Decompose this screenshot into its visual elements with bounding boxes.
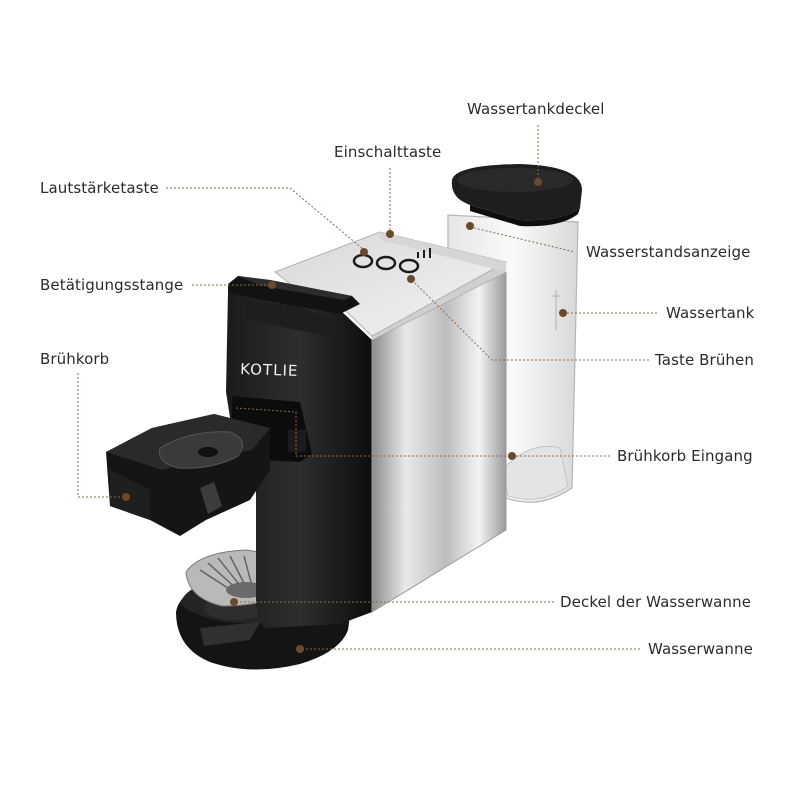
label-wasserwanne: Wasserwanne xyxy=(648,640,753,658)
label-taste-bruehen: Taste Brühen xyxy=(655,351,754,369)
machine-front-column xyxy=(226,292,372,628)
label-bruehkorb-eingang: Brühkorb Eingang xyxy=(617,447,753,465)
label-betaetigungsstange: Betätigungsstange xyxy=(40,276,184,294)
label-bruehkorb: Brühkorb xyxy=(40,350,110,368)
label-wassertank: Wassertank xyxy=(666,304,755,322)
dot-wassertankdeckel xyxy=(534,178,542,186)
leader-wasserstandsanzeige xyxy=(469,226,576,253)
label-wassertankdeckel: Wassertankdeckel xyxy=(467,100,605,118)
label-lautstaerketaste: Lautstärketaste xyxy=(40,179,159,197)
brand-logo: KOTLIE xyxy=(240,360,299,380)
brew-basket xyxy=(106,414,270,536)
callout-leaders xyxy=(77,125,658,653)
dot-wasserwanne xyxy=(296,645,304,653)
dot-deckel-wasserwanne xyxy=(230,598,238,606)
label-deckel-wasserwanne: Deckel der Wasserwanne xyxy=(560,593,752,611)
water-tank-lid xyxy=(451,164,582,227)
dot-einschalttaste xyxy=(386,230,394,238)
label-wasserstandsanzeige: Wasserstandsanzeige xyxy=(586,243,751,261)
dot-wassertank xyxy=(559,309,567,317)
leader-bruehkorb xyxy=(77,373,124,498)
dot-lautstaerketaste xyxy=(360,248,368,256)
machine-body xyxy=(274,231,508,613)
dot-bruehkorb-eingang xyxy=(508,452,516,460)
label-einschalttaste: Einschalttaste xyxy=(334,143,442,161)
dot-taste-bruehen xyxy=(407,275,415,283)
leader-taste-bruehen xyxy=(411,279,650,361)
dot-betaetigungsstange xyxy=(268,281,276,289)
dot-wasserstandsanzeige xyxy=(466,222,474,230)
leader-lautstaerketaste xyxy=(166,187,365,251)
dot-bruehkorb xyxy=(122,493,130,501)
